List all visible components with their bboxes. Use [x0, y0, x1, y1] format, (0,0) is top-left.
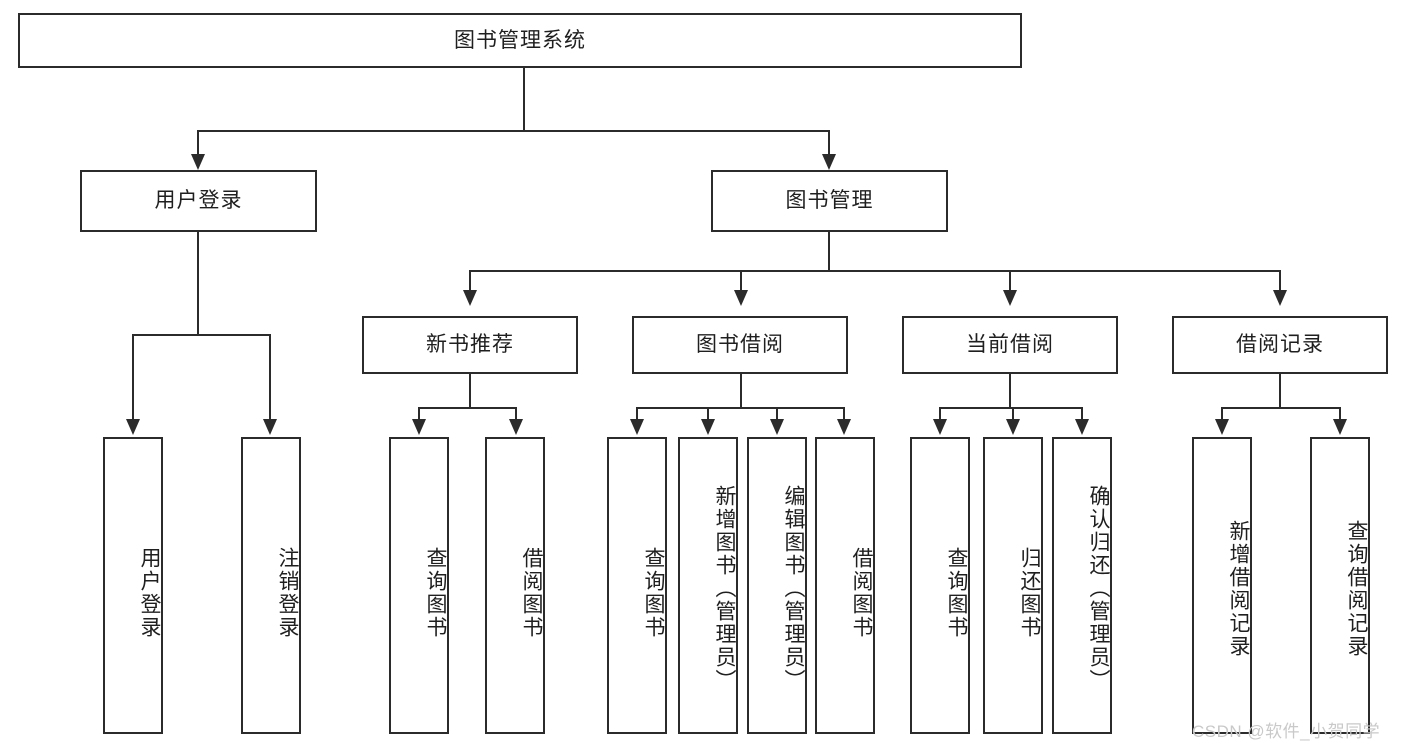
arrow-bookmgmt-to-current [1003, 290, 1017, 306]
connector-bookmgmt-to-borrow [740, 270, 742, 292]
leaf-label: 借阅图书 [850, 546, 873, 639]
leaf-label: 注销登录 [276, 546, 299, 639]
connector-newbook-to-leaf1 [418, 407, 420, 421]
connector-root-to-bookmgmt [828, 130, 830, 156]
connector-userlogin-to-leaf1 [132, 334, 134, 421]
arrow-newbook-to-leaf2 [509, 419, 523, 435]
leaf-book-borrow-add[interactable]: 新增图书（管理员） [678, 437, 738, 734]
leaf-new-book-borrow[interactable]: 借阅图书 [485, 437, 545, 734]
leaf-current-borrow-return[interactable]: 归还图书 [983, 437, 1043, 734]
arrow-record-to-leaf1 [1215, 419, 1229, 435]
arrow-bookmgmt-to-record [1273, 290, 1287, 306]
arrow-borrow-to-leaf2 [701, 419, 715, 435]
arrow-userlogin-to-leaf1 [126, 419, 140, 435]
arrow-borrow-to-leaf1 [630, 419, 644, 435]
node-root-system[interactable]: 图书管理系统 [18, 13, 1022, 68]
connector-userlogin-to-leaf2 [269, 334, 271, 421]
connector-bookmgmt-to-current [1009, 270, 1011, 292]
connector-userlogin-stem [197, 232, 199, 334]
leaf-label: 查询借阅记录 [1345, 519, 1368, 658]
connector-borrow-bus [636, 407, 845, 409]
arrow-root-to-userlogin [191, 154, 205, 170]
connector-borrow-to-leaf3 [776, 407, 778, 421]
connector-newbook-stem [469, 374, 471, 407]
connector-borrow-stem [740, 374, 742, 407]
leaf-label: 新增图书（管理员） [713, 485, 736, 692]
connector-newbook-to-leaf2 [515, 407, 517, 421]
connector-current-to-leaf2 [1012, 407, 1014, 421]
arrow-bookmgmt-to-borrow [734, 290, 748, 306]
leaf-user-login-logout[interactable]: 注销登录 [241, 437, 301, 734]
connector-root-bus [197, 130, 829, 132]
leaf-label: 查询图书 [642, 546, 665, 639]
leaf-book-borrow-query[interactable]: 查询图书 [607, 437, 667, 734]
connector-record-stem [1279, 374, 1281, 407]
leaf-user-login-login[interactable]: 用户登录 [103, 437, 163, 734]
connector-bookmgmt-stem [828, 232, 830, 270]
connector-bookmgmt-bus [469, 270, 1281, 272]
arrow-current-to-leaf1 [933, 419, 947, 435]
connector-borrow-to-leaf2 [707, 407, 709, 421]
connector-record-to-leaf1 [1221, 407, 1223, 421]
arrow-userlogin-to-leaf2 [263, 419, 277, 435]
leaf-label: 查询图书 [424, 546, 447, 639]
arrow-newbook-to-leaf1 [412, 419, 426, 435]
arrow-borrow-to-leaf3 [770, 419, 784, 435]
arrow-bookmgmt-to-newbook [463, 290, 477, 306]
connector-root-stem [523, 68, 525, 130]
connector-record-bus [1221, 407, 1340, 409]
connector-newbook-bus [418, 407, 517, 409]
leaf-label: 借阅图书 [520, 546, 543, 639]
leaf-new-book-query[interactable]: 查询图书 [389, 437, 449, 734]
arrow-borrow-to-leaf4 [837, 419, 851, 435]
connector-borrow-to-leaf1 [636, 407, 638, 421]
connector-current-bus [939, 407, 1081, 409]
leaf-label: 用户登录 [138, 546, 161, 639]
leaf-book-borrow-borrow[interactable]: 借阅图书 [815, 437, 875, 734]
leaf-record-add[interactable]: 新增借阅记录 [1192, 437, 1252, 734]
node-book-management[interactable]: 图书管理 [711, 170, 948, 232]
arrow-record-to-leaf2 [1333, 419, 1347, 435]
leaf-book-borrow-edit[interactable]: 编辑图书（管理员） [747, 437, 807, 734]
node-borrow-record[interactable]: 借阅记录 [1172, 316, 1388, 374]
leaf-label: 编辑图书（管理员） [782, 485, 805, 692]
connector-bookmgmt-to-record [1279, 270, 1281, 292]
connector-current-to-leaf3 [1081, 407, 1083, 421]
arrow-current-to-leaf2 [1006, 419, 1020, 435]
connector-bookmgmt-to-newbook [469, 270, 471, 292]
connector-record-to-leaf2 [1339, 407, 1341, 421]
leaf-current-borrow-confirm[interactable]: 确认归还（管理员） [1052, 437, 1112, 734]
connector-current-to-leaf1 [939, 407, 941, 421]
arrow-current-to-leaf3 [1075, 419, 1089, 435]
connector-current-stem [1009, 374, 1011, 407]
leaf-label: 新增借阅记录 [1227, 519, 1250, 658]
connector-borrow-to-leaf4 [843, 407, 845, 421]
leaf-label: 查询图书 [945, 546, 968, 639]
node-user-login[interactable]: 用户登录 [80, 170, 317, 232]
leaf-record-query[interactable]: 查询借阅记录 [1310, 437, 1370, 734]
node-current-borrow[interactable]: 当前借阅 [902, 316, 1118, 374]
node-new-book-recommend[interactable]: 新书推荐 [362, 316, 578, 374]
node-book-borrow[interactable]: 图书借阅 [632, 316, 848, 374]
leaf-current-borrow-query[interactable]: 查询图书 [910, 437, 970, 734]
arrow-root-to-bookmgmt [822, 154, 836, 170]
connector-root-to-userlogin [197, 130, 199, 156]
leaf-label: 归还图书 [1018, 546, 1041, 639]
leaf-label: 确认归还（管理员） [1087, 485, 1110, 692]
connector-userlogin-bus [132, 334, 271, 336]
